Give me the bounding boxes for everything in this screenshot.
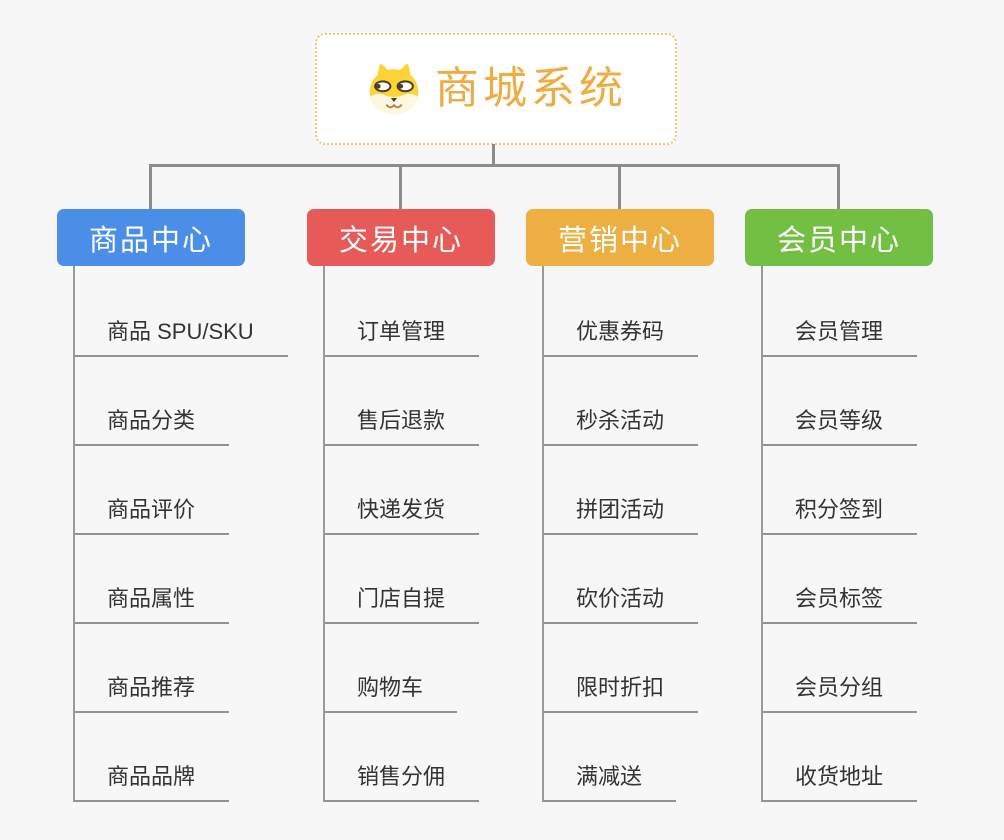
leaf-node[interactable]: 商品 SPU/SKU (75, 317, 288, 357)
leaf-node[interactable]: 积分签到 (763, 495, 918, 535)
leaf-node[interactable]: 拼团活动 (544, 495, 699, 535)
leaf-node[interactable]: 会员标签 (763, 584, 918, 624)
leaf-node[interactable]: 秒杀活动 (544, 406, 699, 446)
connector-drop-marketing (618, 164, 621, 210)
leaf-node[interactable]: 限时折扣 (544, 673, 699, 713)
dog-face-icon (365, 62, 423, 116)
branch-label: 营销中心 (557, 224, 682, 257)
connector-drop-products (149, 164, 152, 210)
branch-label: 商品中心 (88, 224, 213, 257)
leaf-node[interactable]: 商品分类 (75, 406, 230, 446)
branch-children-group-marketing: 优惠券码 秒杀活动 拼团活动 砍价活动 限时折扣 满减送 (542, 266, 774, 802)
leaf-node[interactable]: 商品推荐 (75, 673, 230, 713)
leaf-node[interactable]: 会员管理 (763, 317, 918, 357)
leaf-node[interactable]: 砍价活动 (544, 584, 699, 624)
leaf-node[interactable]: 商品属性 (75, 584, 230, 624)
branch-children-group-members: 会员管理 会员等级 积分签到 会员标签 会员分组 收货地址 (761, 266, 993, 802)
branch-node-member-center[interactable]: 会员中心 (745, 209, 933, 266)
leaf-node[interactable]: 会员分组 (763, 673, 918, 713)
root-node[interactable]: 商城系统 (315, 33, 677, 145)
leaf-node[interactable]: 订单管理 (325, 317, 480, 357)
connector-bus (149, 164, 840, 167)
leaf-node[interactable]: 商品评价 (75, 495, 230, 535)
connector-root-stem (492, 144, 495, 166)
branch-children-group-products: 商品 SPU/SKU 商品分类 商品评价 商品属性 商品推荐 商品品牌 (73, 266, 305, 802)
connector-drop-members (837, 164, 840, 210)
leaf-node[interactable]: 商品品牌 (75, 762, 230, 802)
branch-node-trade-center[interactable]: 交易中心 (307, 209, 495, 266)
leaf-node[interactable]: 门店自提 (325, 584, 480, 624)
branch-label: 交易中心 (338, 224, 463, 257)
leaf-node[interactable]: 购物车 (325, 673, 458, 713)
leaf-node[interactable]: 满减送 (544, 762, 677, 802)
branch-children-group-trade: 订单管理 售后退款 快递发货 门店自提 购物车 销售分佣 (323, 266, 555, 802)
leaf-node[interactable]: 销售分佣 (325, 762, 480, 802)
connector-drop-trade (399, 164, 402, 210)
branch-node-product-center[interactable]: 商品中心 (57, 209, 245, 266)
leaf-node[interactable]: 售后退款 (325, 406, 480, 446)
leaf-node[interactable]: 优惠券码 (544, 317, 699, 357)
branch-node-marketing-center[interactable]: 营销中心 (526, 209, 714, 266)
leaf-node[interactable]: 会员等级 (763, 406, 918, 446)
root-title: 商城系统 (435, 64, 627, 113)
branch-label: 会员中心 (776, 224, 901, 257)
leaf-node[interactable]: 快递发货 (325, 495, 480, 535)
leaf-node[interactable]: 收货地址 (763, 762, 918, 802)
